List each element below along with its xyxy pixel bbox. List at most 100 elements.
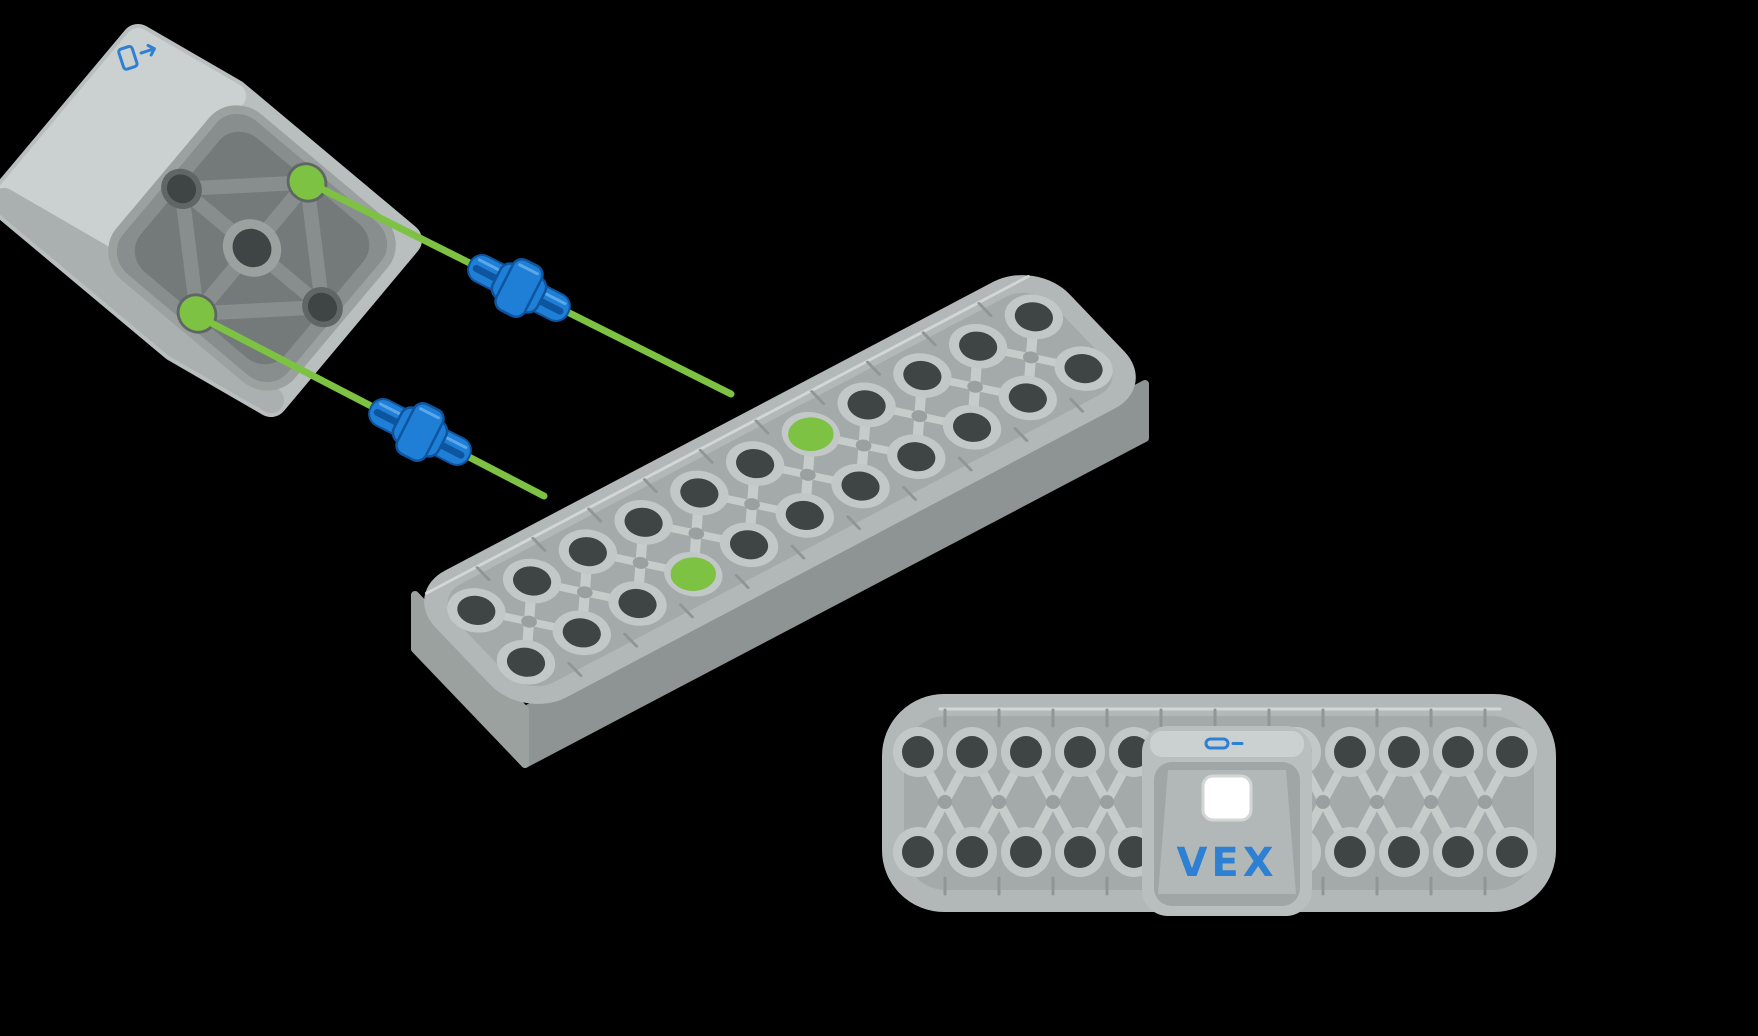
beam-groove (865, 360, 882, 376)
touch-led-rear-view (0, 24, 422, 417)
beam-hole (847, 390, 886, 420)
beam-groove (475, 566, 491, 582)
beam-hub (1316, 795, 1330, 809)
beam-groove (977, 302, 993, 317)
beam-hub (1424, 795, 1438, 809)
beam-hole (959, 331, 998, 361)
device-icon-body (1204, 737, 1230, 750)
beam-hub (1478, 795, 1492, 809)
beam-hole (903, 360, 942, 391)
alignment-line-2 (192, 311, 548, 500)
beam-hole (513, 566, 552, 596)
beam-groove (734, 574, 750, 589)
beam-hole (568, 537, 607, 567)
beam-hub (744, 498, 760, 511)
pin-collar (494, 257, 544, 319)
beam-hole (1334, 736, 1366, 768)
beam-face (424, 275, 1136, 704)
beam-hole (1010, 836, 1042, 868)
beam-hole (785, 500, 824, 530)
beam-hole-highlight (788, 417, 834, 452)
beam-hub (521, 615, 537, 628)
beam-hole (1008, 383, 1047, 413)
touch-led-device-icon (117, 43, 156, 71)
beam-groove (567, 662, 583, 677)
beam-edge-highlight (424, 275, 1031, 595)
beam-hub (799, 468, 816, 481)
beam-hub (688, 527, 705, 540)
beam-hole (1064, 354, 1103, 384)
touch-led-device-icon (1204, 737, 1244, 750)
beam-groove (642, 478, 658, 494)
beam-hole (952, 412, 992, 442)
device-icon-arrow (139, 43, 156, 57)
beam-hole (1496, 836, 1528, 868)
beam-hub (855, 439, 872, 452)
mounting-hole (307, 292, 338, 322)
beam-hole (841, 471, 880, 501)
beam-face-recess (447, 292, 1113, 687)
pin-highlight (518, 263, 539, 276)
beam-hub (1100, 795, 1114, 809)
beam-groove (846, 515, 862, 531)
beam-hub (938, 795, 952, 809)
beam-hub (576, 586, 593, 599)
beam-hole (680, 478, 719, 508)
beam-groove (901, 485, 918, 501)
beam-hub (967, 380, 983, 393)
beam-hole (1064, 736, 1096, 768)
sensor-inner-plate (1158, 770, 1296, 894)
beam-hole-highlight (670, 557, 717, 591)
pin-highlight (419, 407, 440, 420)
beam-groove (698, 448, 714, 464)
beam-groove (957, 456, 973, 472)
led-window (1201, 774, 1253, 822)
connector-pin-1 (467, 254, 571, 322)
beam-groove (531, 536, 547, 552)
beam-hole (956, 836, 988, 868)
device-icon-body (117, 44, 139, 71)
beam-groove (754, 419, 770, 435)
beam-hole (1010, 736, 1042, 768)
mounting-hole (166, 174, 197, 204)
beam-hole (506, 647, 546, 677)
connector-pin-2 (368, 398, 472, 466)
beam-hole (897, 442, 936, 472)
beam-groove (1013, 427, 1029, 443)
beam-hole (1064, 836, 1096, 868)
beam-hub (1046, 795, 1060, 809)
beam-isometric (411, 275, 1149, 768)
beam-groove (810, 390, 826, 405)
beam-hole (457, 595, 496, 625)
beam-groove (587, 507, 603, 523)
beam-hub (632, 556, 649, 569)
beam-hole (624, 507, 663, 537)
vex-logo: VEX (1176, 840, 1277, 886)
beam-groove (1069, 397, 1085, 413)
beam-hole (618, 588, 657, 619)
beam-hole (729, 530, 769, 560)
beam-hole (1496, 736, 1528, 768)
assembled-unit: VEX (882, 694, 1556, 916)
beam-hole (902, 736, 934, 768)
beam-hub (1022, 351, 1039, 364)
beam-hole (1388, 736, 1420, 768)
beam-hole (1442, 836, 1474, 868)
beam-hub (992, 795, 1006, 809)
beam-hole (1442, 736, 1474, 768)
beam-hole (736, 449, 775, 479)
beam-hole (562, 618, 601, 648)
beam-groove (678, 603, 694, 619)
beam-hole (902, 836, 934, 868)
beam-groove (790, 544, 806, 560)
pin-collar (395, 401, 445, 463)
beam-hole (1014, 302, 1053, 332)
beam-hub (911, 410, 928, 423)
beam-groove (921, 331, 937, 347)
beam-hub (1370, 795, 1384, 809)
center-shaft-hole (232, 228, 272, 268)
beam-hole (1334, 836, 1366, 868)
beam-hole (956, 736, 988, 768)
